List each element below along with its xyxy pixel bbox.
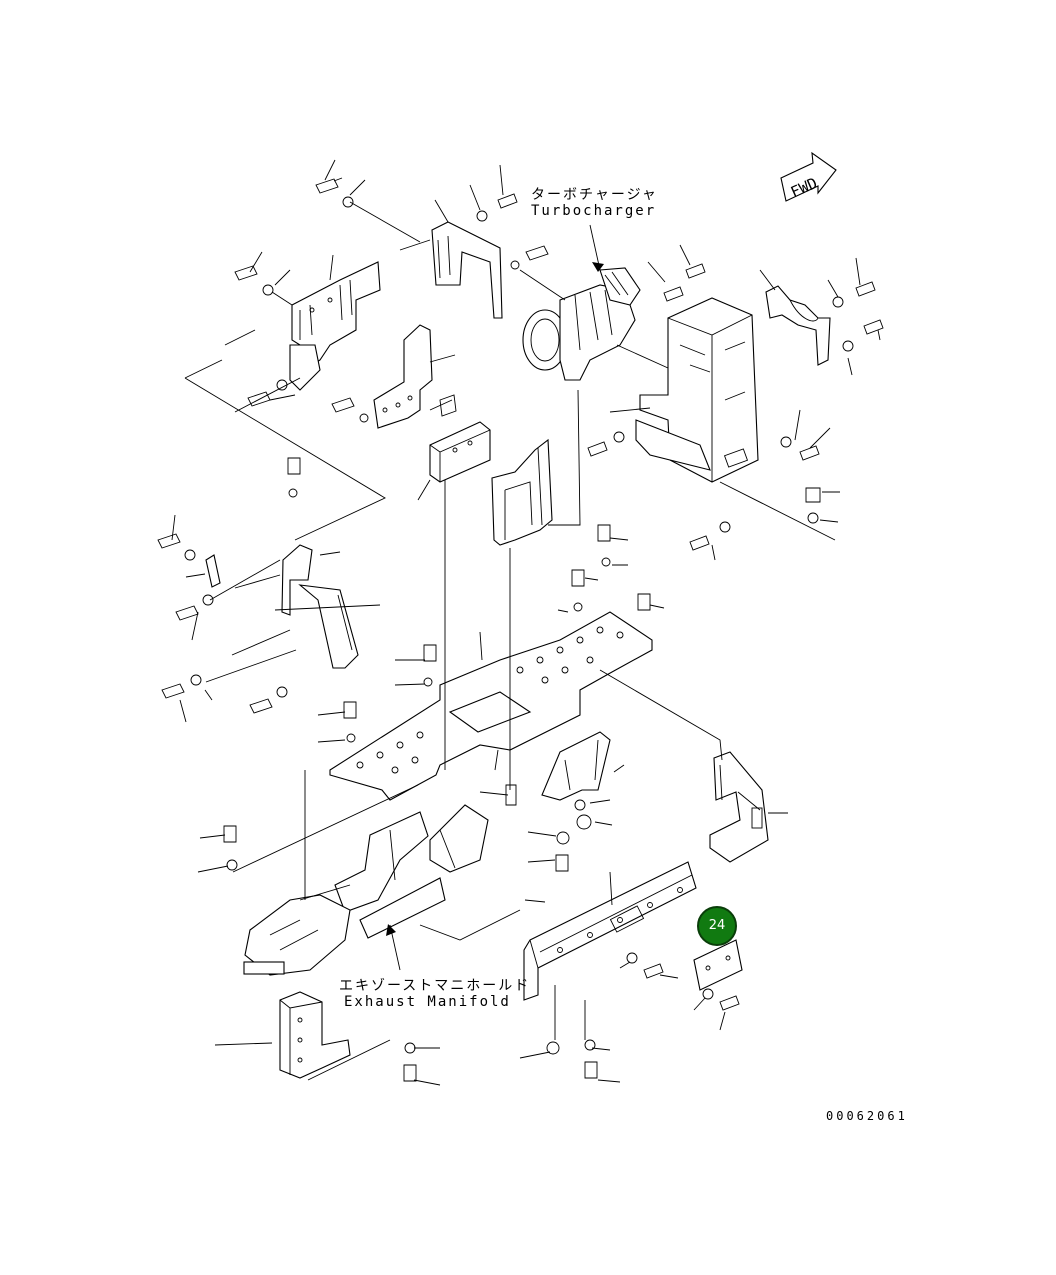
turbo-pointer-arrow	[592, 262, 604, 272]
main-base-plate	[329, 611, 653, 801]
turbocharger-label-jp: ターボチャージャ	[531, 187, 658, 203]
turbocharger-label-en: Turbocharger	[531, 203, 657, 219]
callout-24-badge[interactable]: 24	[697, 906, 737, 946]
part-24-plate	[693, 939, 743, 991]
assembly-guide-lines	[171, 159, 881, 1086]
lower-left-bracket	[279, 991, 351, 1079]
vertical-bracket	[373, 324, 433, 429]
center-mount-bracket	[491, 438, 553, 546]
fwd-text: FWD	[788, 174, 820, 201]
bolt-icons	[157, 177, 884, 1082]
exhaust-manifold	[243, 804, 489, 976]
left-support	[205, 544, 359, 669]
upper-left-bracket	[289, 261, 381, 391]
exhaust-manifold-label-jp: エキゾーストマニホールド	[339, 978, 531, 994]
fwd-arrow-icon: FWD	[780, 151, 837, 202]
exhaust-manifold-label-en: Exhaust Manifold	[344, 994, 511, 1010]
manifold-pointer-arrow	[386, 924, 396, 936]
turbocharger	[522, 267, 641, 381]
upper-middle-bracket	[431, 221, 503, 319]
spacer-block	[429, 421, 491, 483]
lower-rail	[523, 861, 697, 1001]
right-lower-bracket	[709, 751, 769, 863]
drawing-number: 00062061	[826, 1109, 908, 1123]
mid-bracket	[541, 731, 611, 801]
right-small-shield	[765, 285, 831, 366]
heat-shield-box	[635, 297, 759, 483]
